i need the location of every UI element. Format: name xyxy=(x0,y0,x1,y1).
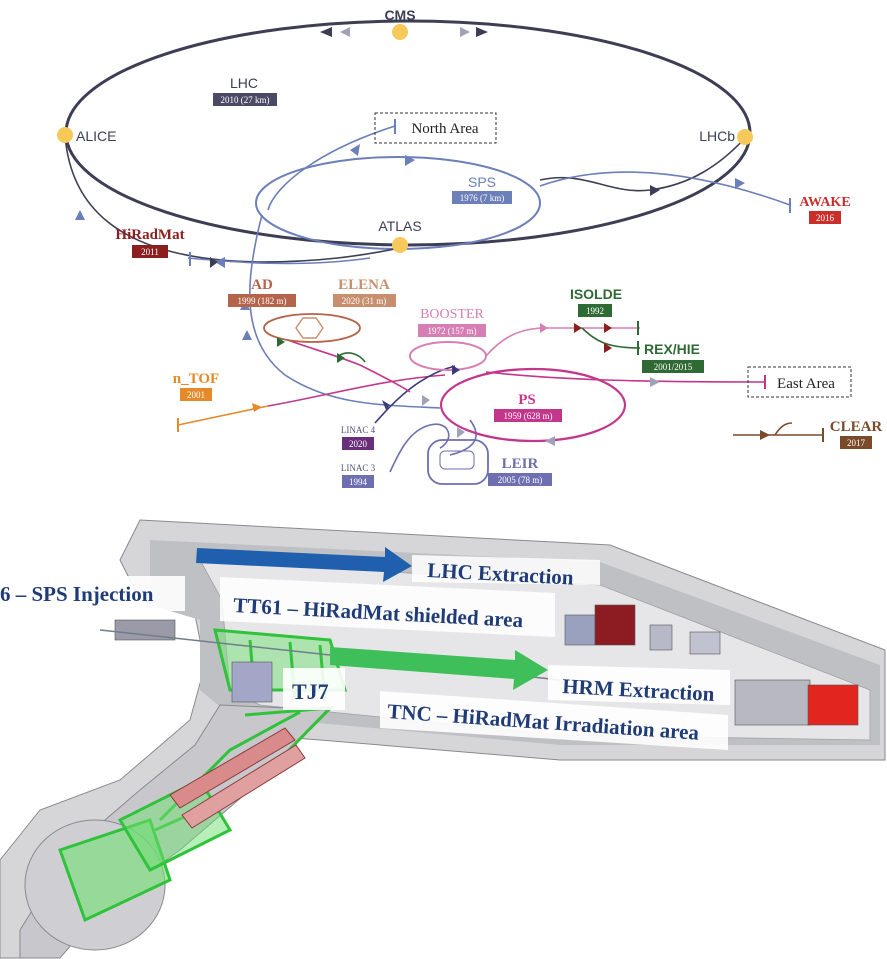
line-leir-ps xyxy=(449,419,477,456)
elena-ring xyxy=(295,317,324,339)
ad-label: AD xyxy=(251,277,273,293)
atlas-node xyxy=(392,237,408,253)
lhcb-node xyxy=(737,129,753,145)
clear-year-badge: 2017 xyxy=(847,438,866,448)
leir-year-badge: 2005 (78 m) xyxy=(498,475,543,485)
isolde-year-badge: 1992 xyxy=(586,306,604,316)
beam-stoppers xyxy=(189,119,824,442)
line-isolde-rex xyxy=(581,327,641,349)
lhc-ring xyxy=(64,19,752,247)
ps-label: PS xyxy=(518,392,536,408)
beam-arrows xyxy=(75,144,745,446)
cms-node xyxy=(392,24,408,40)
elena-year-badge: 2020 (31 m) xyxy=(342,296,387,306)
booster-ring xyxy=(409,341,487,371)
booster-label: BOOSTER xyxy=(420,307,484,322)
lhc-extraction-arrow xyxy=(196,547,412,582)
ad-year-badge: 1999 (182 m) xyxy=(238,296,287,306)
line-ps-east-area xyxy=(485,371,766,383)
line-booster-isolde xyxy=(485,327,640,357)
linac3-label: LINAC 3 xyxy=(341,463,376,473)
ntof-beamline xyxy=(177,405,269,426)
awake-label: AWAKE xyxy=(799,195,850,210)
sps-injection-label: 6 – SPS Injection xyxy=(0,582,154,606)
alice-label: ALICE xyxy=(76,128,116,144)
accelerator-complex: CMS ALICE LHCb ATLAS LHC 2010 (27 km) No… xyxy=(57,7,882,488)
linac3-year-badge: 1994 xyxy=(349,477,368,487)
beam-pipes xyxy=(169,727,306,829)
line-sps-lhcb xyxy=(539,137,746,192)
hiradmat-label: HiRadMat xyxy=(115,227,184,243)
sps-label: SPS xyxy=(468,174,496,190)
tunnel-render: LHC Extraction 6 – SPS Injection TT61 – … xyxy=(0,519,886,959)
linac4-label: LINAC 4 xyxy=(341,425,376,435)
north-area-label: North Area xyxy=(411,121,478,137)
line-linac3-leir xyxy=(389,423,450,473)
booster-year-badge: 1972 (157 m) xyxy=(428,326,477,336)
tj7-label: TJ7 xyxy=(292,679,329,704)
isolde-label: ISOLDE xyxy=(570,286,622,302)
line-ntof xyxy=(267,374,446,407)
line-ad-elena xyxy=(339,352,366,363)
ntof-year-badge: 2001 xyxy=(187,390,205,400)
rexhie-year-badge: 2001/2015 xyxy=(654,362,693,372)
atlas-label: ATLAS xyxy=(378,218,421,234)
ad-ring xyxy=(263,313,361,343)
east-area-box xyxy=(747,366,852,398)
cms-label: CMS xyxy=(384,7,415,23)
alice-node xyxy=(57,127,73,143)
clear-label: CLEAR xyxy=(830,419,883,435)
equipment-blocks xyxy=(114,604,859,726)
hrm-extraction-arrow xyxy=(330,647,548,690)
north-area-box xyxy=(374,112,497,144)
linac4-year-badge: 2020 xyxy=(349,439,368,449)
rexhie-label: REX/HIE xyxy=(644,341,700,357)
elena-label: ELENA xyxy=(338,277,390,293)
leir-ring xyxy=(427,439,489,485)
lhcb-label: LHCb xyxy=(699,128,735,144)
lhc-year-badge: 2010 (27 km) xyxy=(221,95,270,105)
lhc-label: LHC xyxy=(230,75,258,91)
line-sps-north-area xyxy=(267,125,396,211)
awake-year-badge: 2016 xyxy=(816,213,835,223)
ps-ring xyxy=(439,367,627,443)
east-area-label: East Area xyxy=(777,376,835,392)
leir-label: LEIR xyxy=(502,456,539,472)
ps-year-badge: 1959 (628 m) xyxy=(504,411,553,421)
line-sps-awake xyxy=(539,171,791,206)
line-ad xyxy=(287,339,411,393)
line-hiradmat xyxy=(187,257,371,265)
hiradmat-year-badge: 2011 xyxy=(141,247,159,257)
lhc-direction-arrows xyxy=(320,27,488,37)
ntof-label: n_TOF xyxy=(173,371,219,387)
transfer-lines xyxy=(64,125,791,473)
sps-year-badge: 1976 (7 km) xyxy=(460,193,505,203)
